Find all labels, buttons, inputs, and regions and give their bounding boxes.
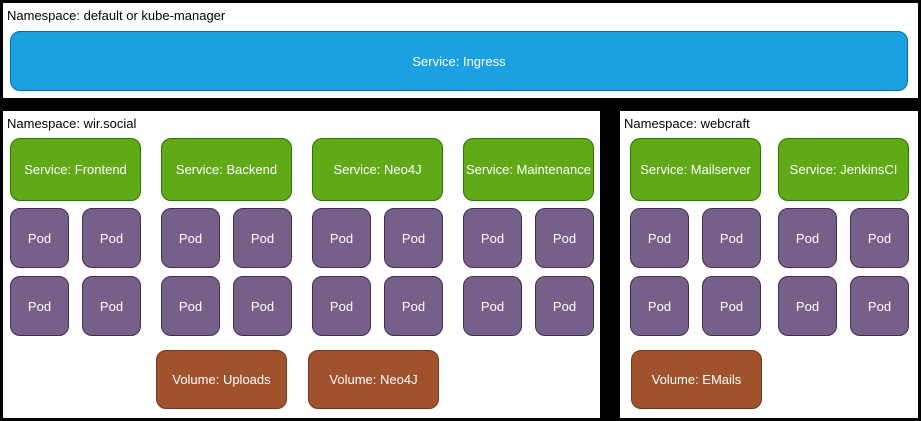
pod-box: Pod (384, 276, 443, 336)
pod-box: Pod (312, 276, 371, 336)
pod-box: Pod (10, 208, 69, 268)
pod-box: Pod (384, 208, 443, 268)
pod-box: Pod (463, 276, 522, 336)
pod-box: Pod (535, 276, 594, 336)
volume-label: Volume: Uploads (172, 372, 271, 387)
namespace-panel-wir-social: Namespace: wir.social Service: Frontend … (3, 111, 600, 418)
volume-emails-box: Volume: EMails (631, 350, 762, 409)
pod-box: Pod (630, 208, 689, 268)
service-label: Service: Mailserver (640, 162, 751, 177)
service-group-neo4j: Service: Neo4J Pod Pod Pod Pod (312, 138, 443, 336)
pod-box: Pod (535, 208, 594, 268)
service-box: Service: Mailserver (630, 138, 761, 201)
pod-box: Pod (702, 276, 761, 336)
services-row: Service: Frontend Pod Pod Pod Pod Servic… (10, 138, 600, 336)
namespace-label: Namespace: default or kube-manager (7, 8, 226, 23)
pod-box: Pod (850, 276, 909, 336)
volumes-row: Volume: EMails (631, 350, 918, 409)
service-ingress-label: Service: Ingress (412, 53, 506, 69)
service-label: Service: Frontend (24, 162, 127, 177)
pod-box: Pod (82, 208, 141, 268)
pod-box: Pod (161, 208, 220, 268)
namespace-panel-webcraft: Namespace: webcraft Service: Mailserver … (620, 111, 918, 418)
service-box: Service: Maintenance (463, 138, 594, 201)
service-box: Service: Neo4J (312, 138, 443, 201)
volumes-row: Volume: Uploads Volume: Neo4J (156, 350, 600, 409)
service-label: Service: JenkinsCI (789, 162, 898, 177)
service-group-maintenance: Service: Maintenance Pod Pod Pod Pod (463, 138, 594, 336)
volume-uploads-box: Volume: Uploads (156, 350, 287, 409)
volume-label: Volume: EMails (651, 372, 742, 387)
pod-grid: Pod Pod Pod Pod (161, 208, 292, 336)
services-row: Service: Mailserver Pod Pod Pod Pod Serv… (630, 138, 918, 336)
service-box: Service: JenkinsCI (778, 138, 909, 201)
pod-box: Pod (702, 208, 761, 268)
service-label: Service: Backend (175, 162, 278, 177)
pod-grid: Pod Pod Pod Pod (778, 208, 909, 336)
volume-neo4j-box: Volume: Neo4J (308, 350, 439, 409)
pod-grid: Pod Pod Pod Pod (312, 208, 443, 336)
pod-grid: Pod Pod Pod Pod (463, 208, 594, 336)
pod-grid: Pod Pod Pod Pod (630, 208, 761, 336)
service-group-frontend: Service: Frontend Pod Pod Pod Pod (10, 138, 141, 336)
pod-grid: Pod Pod Pod Pod (10, 208, 141, 336)
pod-box: Pod (778, 276, 837, 336)
namespace-panel-default-kube-manager: Namespace: default or kube-manager Servi… (3, 3, 918, 98)
pod-box: Pod (82, 276, 141, 336)
pod-box: Pod (463, 208, 522, 268)
pod-box: Pod (10, 276, 69, 336)
service-box: Service: Frontend (10, 138, 141, 201)
pod-box: Pod (161, 276, 220, 336)
service-group-jenkinsci: Service: JenkinsCI Pod Pod Pod Pod (778, 138, 909, 336)
namespace-label: Namespace: webcraft (624, 116, 750, 131)
service-label: Service: Neo4J (333, 162, 422, 177)
service-box: Service: Backend (161, 138, 292, 201)
volume-label: Volume: Neo4J (329, 372, 418, 387)
pod-box: Pod (850, 208, 909, 268)
pod-box: Pod (630, 276, 689, 336)
pod-box: Pod (778, 208, 837, 268)
pod-box: Pod (233, 208, 292, 268)
service-group-mailserver: Service: Mailserver Pod Pod Pod Pod (630, 138, 761, 336)
namespace-label: Namespace: wir.social (7, 116, 137, 131)
service-group-backend: Service: Backend Pod Pod Pod Pod (161, 138, 292, 336)
pod-box: Pod (233, 276, 292, 336)
pod-box: Pod (312, 208, 371, 268)
service-ingress-box: Service: Ingress (10, 31, 908, 91)
service-label: Service: Maintenance (465, 162, 591, 177)
